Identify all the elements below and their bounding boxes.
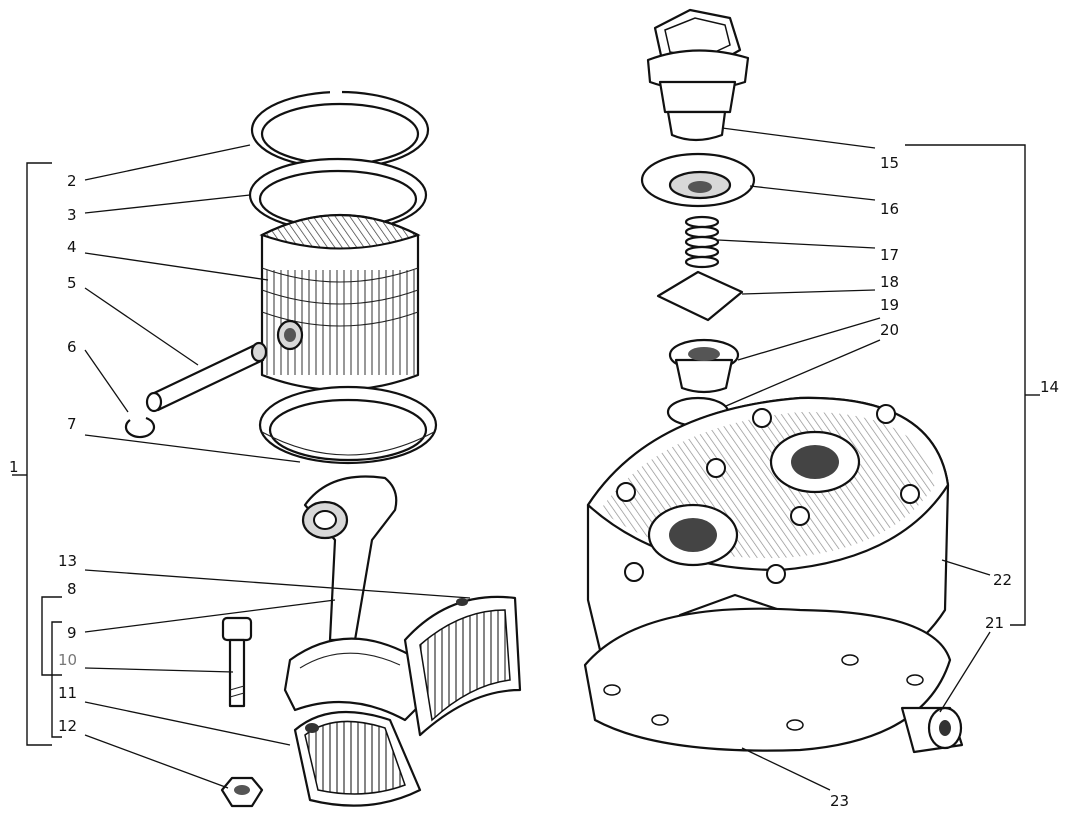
piston-pin <box>145 341 268 413</box>
label-6: 6 <box>67 338 77 356</box>
label-12: 12 <box>58 717 77 735</box>
connecting-rod <box>283 475 427 722</box>
retaining-ring <box>124 416 156 439</box>
valve-spring <box>684 215 720 269</box>
part-labels: 1 2 3 4 5 6 7 8 9 10 11 12 13 14 15 16 1… <box>9 154 1059 810</box>
bracket-group-1 <box>12 162 52 746</box>
label-18: 18 <box>880 273 899 291</box>
bearing-shell-lower <box>293 710 422 807</box>
leader-lines <box>84 127 991 791</box>
label-21: 21 <box>985 614 1004 632</box>
label-23: 23 <box>830 792 849 810</box>
label-3: 3 <box>67 206 77 224</box>
bearing-shell-upper <box>403 595 522 737</box>
valve-plate <box>656 270 744 322</box>
label-17: 17 <box>880 246 899 264</box>
label-14: 14 <box>1040 378 1059 396</box>
label-10: 10 <box>58 651 77 669</box>
label-22: 22 <box>993 571 1012 589</box>
valve-seat <box>668 338 740 394</box>
piston-ring-upper <box>250 88 430 170</box>
valve-plug <box>646 8 750 142</box>
label-1: 1 <box>9 458 19 476</box>
rod-bolt <box>221 616 253 708</box>
rod-nut <box>220 776 264 808</box>
head-gasket <box>583 607 952 752</box>
oil-scraper-ring <box>258 385 438 465</box>
piston <box>259 214 421 392</box>
label-4: 4 <box>67 238 77 256</box>
label-13: 13 <box>58 552 77 570</box>
label-15: 15 <box>880 154 899 172</box>
threaded-plug <box>900 706 964 754</box>
piston-ring-lower <box>248 157 428 236</box>
label-7: 7 <box>67 415 77 433</box>
label-19: 19 <box>880 296 899 314</box>
spring-seat-washer <box>640 152 756 208</box>
label-8: 8 <box>67 580 77 598</box>
label-2: 2 <box>67 172 77 190</box>
label-5: 5 <box>67 274 77 292</box>
label-16: 16 <box>880 200 899 218</box>
bracket-group-9-12 <box>51 621 62 738</box>
label-11: 11 <box>58 684 77 702</box>
label-20: 20 <box>880 321 899 339</box>
bracket-group-14 <box>905 144 1040 626</box>
label-9: 9 <box>67 624 77 642</box>
